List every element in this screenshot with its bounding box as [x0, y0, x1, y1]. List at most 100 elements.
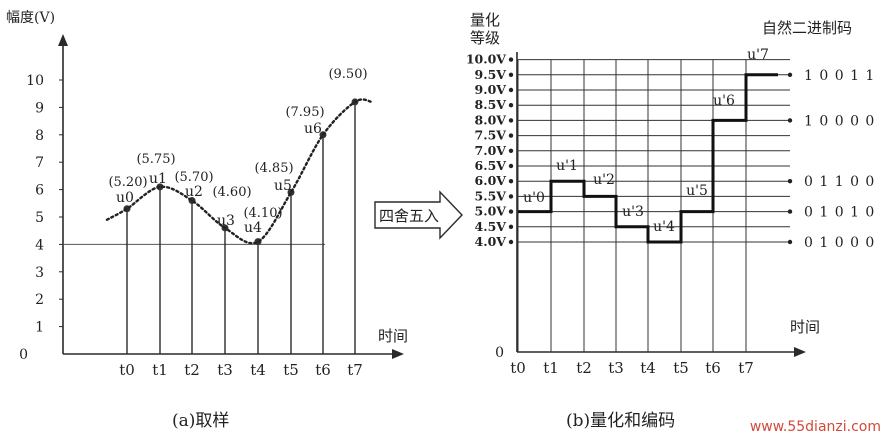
- value-label-a: (7.95): [285, 105, 324, 120]
- y-axis-title-b-line2: 等级: [470, 29, 500, 47]
- level-label: 7.5V: [475, 128, 507, 143]
- y-tick-label-a: 9: [35, 100, 44, 116]
- x-tick-label-b: t5: [673, 359, 689, 377]
- caption-a: (a)取样: [172, 411, 230, 431]
- binary-code: 1 0 0 1 1: [804, 68, 875, 84]
- code-dot: [787, 72, 793, 78]
- step-label-b: u'0: [523, 190, 545, 206]
- level-label: 4.0V: [475, 234, 507, 249]
- y-tick-label-a: 6: [35, 183, 44, 199]
- step-label-b: u'3: [622, 204, 644, 220]
- level-label: 8.0V: [475, 112, 507, 127]
- code-dot: [787, 118, 793, 123]
- x-axis-arrow-a: [392, 349, 404, 359]
- step-label-b: u'7: [747, 47, 769, 63]
- level-dot: [508, 224, 514, 229]
- value-label-a: (4.85): [254, 161, 293, 176]
- y-tick-label-a: 1: [35, 320, 44, 336]
- x-axis-title-b: 时间: [790, 318, 820, 336]
- y-tick-label-a: 4: [35, 237, 44, 253]
- y-tick-label-a: 7: [35, 155, 44, 171]
- quantized-staircase: [518, 73, 778, 244]
- rounding-arrow-label: 四舍五入: [379, 207, 439, 225]
- level-dot: [508, 118, 514, 123]
- level-label: 5.0V: [475, 204, 507, 219]
- point-label-a: u2: [185, 184, 203, 200]
- level-label: 4.5V: [475, 219, 507, 234]
- step-label-b: u'1: [556, 158, 578, 174]
- x-tick-label-a: t2: [184, 361, 200, 379]
- y-tick-label-a: 0: [19, 347, 28, 363]
- value-label-a: (5.20): [108, 175, 147, 190]
- y-tick-label-a: 5: [35, 210, 44, 226]
- level-label: 6.5V: [475, 158, 507, 173]
- point-label-a: u0: [116, 190, 134, 206]
- y-tick-label-a: 2: [35, 292, 44, 308]
- y-tick-label-a: 3: [35, 265, 44, 281]
- value-label-a: (4.10): [243, 206, 282, 221]
- x-tick-label-a: t4: [250, 361, 266, 379]
- point-label-a: u4: [244, 220, 262, 236]
- level-dot: [508, 133, 514, 138]
- binary-code: 0 1 0 1 0: [804, 205, 875, 221]
- level-label: 8.5V: [475, 97, 507, 112]
- point-label-a: u3: [217, 213, 235, 229]
- x-tick-label-b: t3: [608, 359, 624, 377]
- level-dot: [508, 179, 514, 184]
- x-tick-label-a: t0: [119, 361, 135, 379]
- panel-a-sampling: 幅度(V) 时间 01 2 3 4 5 6 7 8 9 10 t0 t1 t2 t3 t4 t5 t6 t7 (5.20…: [6, 10, 408, 379]
- point-label-a: u1: [149, 171, 167, 187]
- x-axis-title-a: 时间: [378, 327, 408, 345]
- x-tick-label-b: t7: [738, 359, 754, 377]
- level-dot: [508, 103, 514, 108]
- step-label-b: u'6: [713, 93, 735, 109]
- x-tick-label-b: t6: [705, 359, 721, 377]
- y-axis-arrow-a: [58, 34, 68, 46]
- x-tick-label-b: t2: [576, 359, 592, 377]
- code-dot: [787, 179, 793, 184]
- x-tick-label-a: t3: [217, 361, 233, 379]
- rounding-arrow: 四舍五入: [374, 190, 463, 240]
- x-tick-label-b: t0: [510, 359, 526, 377]
- zero-label-b: 0: [495, 345, 504, 361]
- y-axis-title-b-line1: 量化: [470, 11, 500, 29]
- level-label: 9.0V: [475, 82, 507, 97]
- caption-b: (b)量化和编码: [566, 411, 676, 431]
- y-axis-title-a: 幅度(V): [6, 10, 55, 26]
- level-dot: [508, 72, 514, 78]
- level-dot: [508, 87, 514, 93]
- level-label: 7.0V: [475, 143, 507, 158]
- code-dot: [787, 209, 793, 214]
- y-tick-label-a: 10: [26, 73, 44, 89]
- level-dot: [508, 209, 514, 214]
- binary-code: 1 0 0 0 0: [804, 113, 875, 129]
- point-label-a: u5: [274, 178, 292, 194]
- level-dot: [508, 57, 514, 62]
- level-label: 10.0V: [466, 52, 506, 67]
- value-label-a: (9.50): [328, 67, 367, 82]
- y-tick-label-a: 8: [35, 128, 44, 144]
- step-label-b: u'2: [593, 172, 615, 188]
- value-label-a: (5.75): [136, 152, 175, 167]
- x-axis-arrow-b: [794, 347, 806, 357]
- level-label: 5.5V: [475, 188, 507, 203]
- x-tick-label-b: t1: [543, 359, 559, 377]
- level-label: 6.0V: [475, 173, 507, 188]
- x-tick-label-a: t6: [315, 361, 331, 379]
- point-label-a: u6: [304, 121, 322, 137]
- code-header: 自然二进制码: [762, 19, 852, 37]
- x-tick-label-b: t4: [640, 359, 656, 377]
- level-label: 9.5V: [475, 67, 507, 82]
- sampled-waveform-curve: [105, 98, 374, 245]
- x-tick-label-a: t1: [152, 361, 168, 379]
- level-dot: [508, 239, 514, 245]
- rounding-arrow-shape: [374, 190, 463, 240]
- level-dot: [508, 194, 514, 199]
- x-tick-label-a: t7: [347, 361, 363, 379]
- step-label-b: u'4: [653, 219, 675, 235]
- code-dot: [787, 239, 793, 245]
- binary-code: 0 1 0 0 0: [804, 235, 875, 251]
- x-tick-label-a: t5: [283, 361, 299, 379]
